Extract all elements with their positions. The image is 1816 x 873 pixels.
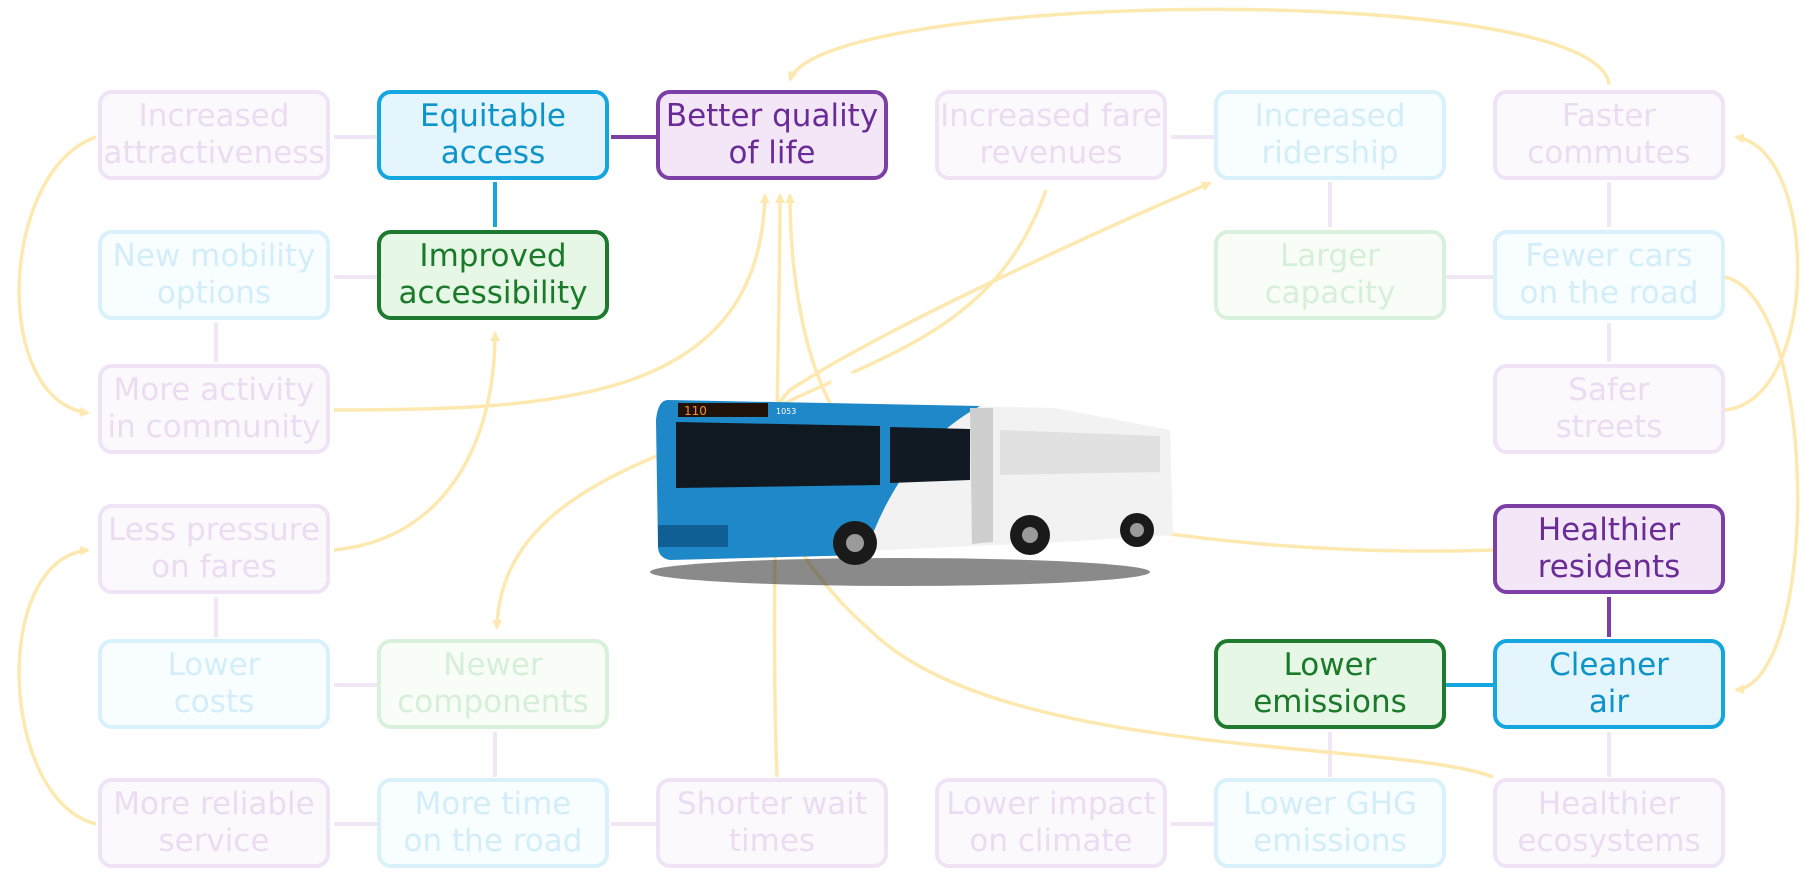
node-lower-emissions: Lower emissions <box>1214 639 1446 729</box>
node-more-activity: More activity in community <box>98 364 330 454</box>
node-label-line2: ridership <box>1261 135 1399 171</box>
node-label-line2: ecosystems <box>1517 823 1701 859</box>
node-less-pressure: Less pressure on fares <box>98 504 330 594</box>
node-label-line1: More reliable <box>113 786 315 822</box>
node-label-line1: Cleaner <box>1549 647 1669 683</box>
node-label-line2: on the road <box>1519 275 1699 311</box>
bus-logo-icon <box>831 371 859 399</box>
node-label-line1: Newer <box>443 647 543 683</box>
node-more-time-on-road: More time on the road <box>377 778 609 868</box>
node-label-line2: streets <box>1555 409 1663 445</box>
node-label-line2: emissions <box>1253 823 1407 859</box>
node-label-line2: air <box>1588 684 1630 720</box>
node-label-line1: Faster <box>1561 98 1657 134</box>
bus-image: 110 express 1053 <box>650 371 1173 586</box>
node-fewer-cars: Fewer cars on the road <box>1493 230 1725 320</box>
node-label-line2: in community <box>107 409 321 445</box>
node-increased-fare-revenues: Increased fare revenues <box>935 90 1167 180</box>
node-cleaner-air: Cleaner air <box>1493 639 1725 729</box>
node-label-line2: accessibility <box>398 275 588 311</box>
node-label-line1: More activity <box>113 372 315 408</box>
node-label-line2: times <box>728 823 816 859</box>
node-label-line1: Lower impact <box>946 786 1156 822</box>
node-label-line1: Lower <box>167 647 261 683</box>
node-label-line1: Increased <box>1254 98 1406 134</box>
node-better-quality-of-life: Better quality of life <box>656 90 888 180</box>
node-label-line1: Equitable <box>419 98 567 134</box>
bus-wheels <box>833 513 1154 565</box>
node-label-line1: New mobility <box>112 238 316 274</box>
node-increased-ridership: Increased ridership <box>1214 90 1446 180</box>
node-increased-attractiveness: Increased attractiveness <box>98 90 330 180</box>
node-healthier-residents: Healthier residents <box>1493 504 1725 594</box>
node-label-line2: components <box>397 684 589 720</box>
bus-brand-text: express <box>862 380 908 394</box>
node-larger-capacity: Larger capacity <box>1214 230 1446 320</box>
node-label-line1: Lower GHG <box>1242 786 1418 822</box>
node-label-line2: on fares <box>151 549 277 585</box>
bus-fleet-number: 1053 <box>776 407 796 416</box>
node-label-line2: on climate <box>969 823 1133 859</box>
node-new-mobility-options: New mobility options <box>98 230 330 320</box>
node-label-line2: service <box>158 823 270 859</box>
node-label-line1: Safer <box>1568 372 1650 408</box>
node-label-line2: costs <box>173 684 255 720</box>
node-lower-impact: Lower impact on climate <box>935 778 1167 868</box>
node-label-line1: Improved <box>419 238 567 274</box>
node-label-line1: Less pressure <box>108 512 320 548</box>
node-healthier-ecosystems: Healthier ecosystems <box>1493 778 1725 868</box>
node-newer-components: Newer components <box>377 639 609 729</box>
node-label-line1: Healthier <box>1537 512 1681 548</box>
node-label-line1: Healthier <box>1537 786 1681 822</box>
node-label-line2: residents <box>1537 549 1681 585</box>
node-lower-costs: Lower costs <box>98 639 330 729</box>
node-lower-ghg: Lower GHG emissions <box>1214 778 1446 868</box>
bus-route-sign: 110 <box>684 404 707 418</box>
node-faster-commutes: Faster commutes <box>1493 90 1725 180</box>
node-label-line2: on the road <box>403 823 583 859</box>
node-label-line2: commutes <box>1527 135 1691 171</box>
node-label-line1: More time <box>414 786 572 822</box>
node-label-line1: Shorter wait <box>677 786 867 822</box>
node-label-line2: revenues <box>979 135 1123 171</box>
node-label-line2: emissions <box>1253 684 1407 720</box>
node-label-line1: Larger <box>1280 238 1380 274</box>
node-label-line1: Fewer cars <box>1525 238 1693 274</box>
node-label-line1: Increased fare <box>940 98 1162 134</box>
bus-body <box>656 400 1173 560</box>
node-label-line2: of life <box>728 135 816 171</box>
node-label-line2: options <box>156 275 272 311</box>
node-label-line1: Increased <box>138 98 290 134</box>
faded-connectors <box>214 135 1611 826</box>
node-label-line1: Lower <box>1283 647 1377 683</box>
node-label-line2: capacity <box>1264 275 1396 311</box>
node-shorter-wait: Shorter wait times <box>656 778 888 868</box>
node-label-line2: access <box>440 135 546 171</box>
node-equitable-access: Equitable access <box>377 90 609 180</box>
node-label-line2: attractiveness <box>103 135 325 171</box>
node-more-reliable: More reliable service <box>98 778 330 868</box>
node-safer-streets: Safer streets <box>1493 364 1725 454</box>
node-label-line1: Better quality <box>665 98 879 134</box>
node-improved-accessibility: Improved accessibility <box>377 230 609 320</box>
